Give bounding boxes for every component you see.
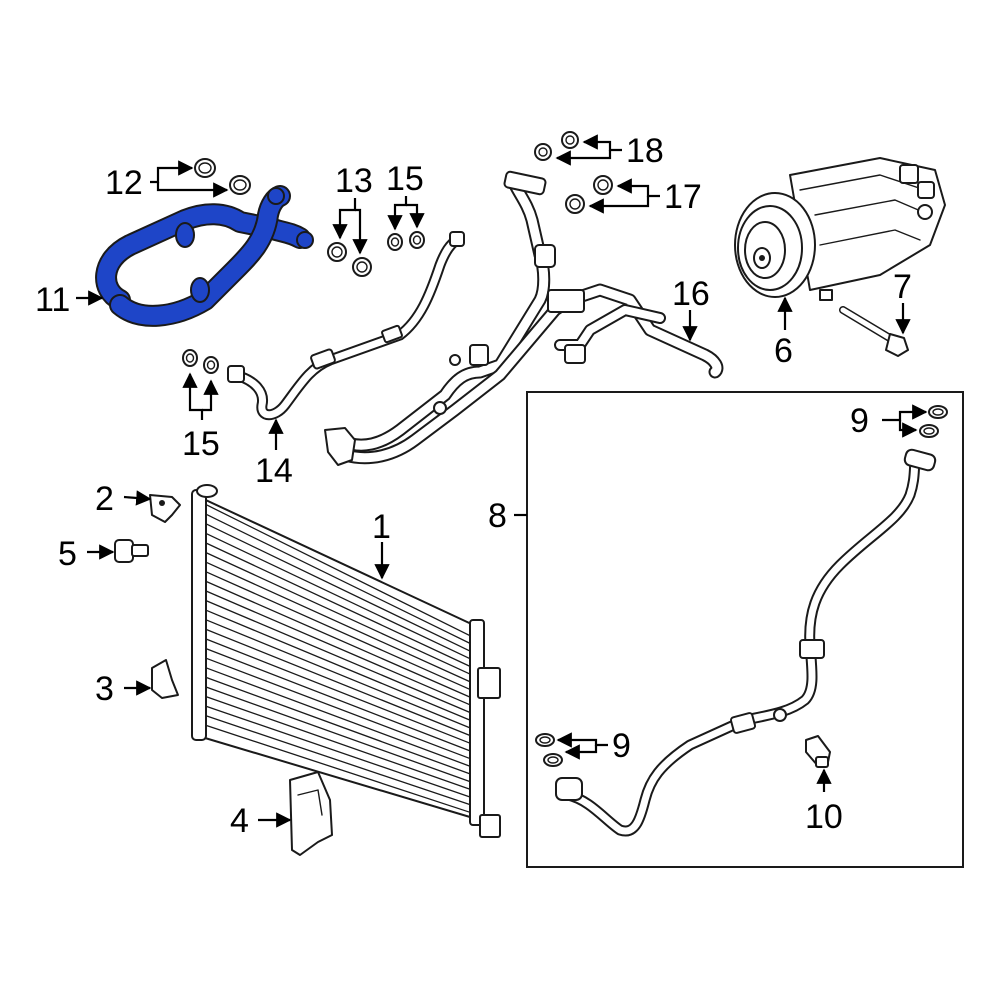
callout-8: 8 bbox=[488, 497, 507, 535]
part-2-bracket[interactable] bbox=[149, 494, 181, 523]
part-3-bracket[interactable] bbox=[151, 659, 179, 699]
condenser-fin bbox=[205, 619, 471, 729]
callout-15-top: 15 bbox=[386, 160, 424, 198]
callout-10: 10 bbox=[805, 798, 843, 836]
callout-14: 14 bbox=[255, 452, 293, 490]
callout-17: 17 bbox=[664, 178, 702, 216]
condenser-fin bbox=[205, 532, 471, 660]
callout-5: 5 bbox=[58, 535, 77, 573]
condenser-fin bbox=[205, 609, 471, 721]
part-9-bottom-o-rings[interactable] bbox=[535, 733, 563, 767]
part-14-ac-line[interactable] bbox=[227, 231, 465, 421]
condenser-fin bbox=[205, 657, 471, 760]
callout-13: 13 bbox=[335, 162, 373, 200]
part-15-bottom-o-rings[interactable] bbox=[182, 349, 219, 374]
callout-11: 11 bbox=[35, 281, 70, 319]
condenser-fin bbox=[205, 715, 471, 806]
callout-18: 18 bbox=[626, 132, 664, 170]
condenser-fin bbox=[205, 571, 471, 691]
part-8-group-box bbox=[526, 391, 964, 868]
condenser-fin bbox=[205, 504, 471, 637]
part-18-o-rings[interactable] bbox=[534, 131, 579, 161]
condenser-fin bbox=[205, 552, 471, 675]
condenser-fin bbox=[205, 523, 471, 652]
condenser-fin bbox=[205, 686, 471, 783]
part-9-top-o-rings[interactable] bbox=[919, 405, 948, 438]
callout-2: 2 bbox=[95, 480, 114, 518]
part-15-top-o-rings[interactable] bbox=[387, 231, 425, 251]
condenser-fin bbox=[205, 638, 471, 744]
part-13-o-rings[interactable] bbox=[327, 242, 372, 277]
callout-15-bottom: 15 bbox=[182, 425, 220, 463]
callout-12: 12 bbox=[105, 164, 143, 202]
callout-4: 4 bbox=[230, 802, 249, 840]
condenser-fin bbox=[205, 724, 471, 813]
condenser-fin bbox=[205, 513, 471, 644]
part-7-bolt[interactable] bbox=[839, 306, 909, 357]
leader-lines bbox=[76, 134, 928, 828]
part-16-manifold-line[interactable] bbox=[324, 170, 724, 466]
condenser-fin bbox=[205, 667, 471, 767]
condenser-fins bbox=[205, 504, 471, 813]
callout-7: 7 bbox=[893, 268, 912, 306]
part-8-liquid-line[interactable] bbox=[555, 448, 937, 837]
part-5-bolt[interactable] bbox=[114, 539, 149, 563]
part-1-condenser[interactable] bbox=[191, 484, 501, 838]
condenser-fin bbox=[205, 600, 471, 714]
part-11-suction-hose[interactable] bbox=[95, 185, 314, 327]
part-6-compressor[interactable] bbox=[734, 157, 946, 301]
part-10-pressure-sensor[interactable] bbox=[805, 735, 831, 768]
part-4-bracket[interactable] bbox=[289, 771, 333, 856]
condenser-fin bbox=[205, 676, 471, 775]
callout-3: 3 bbox=[95, 670, 114, 708]
callout-16: 16 bbox=[672, 275, 710, 313]
condenser-fin bbox=[205, 695, 471, 790]
condenser-fin bbox=[205, 647, 471, 752]
callout-1: 1 bbox=[372, 508, 391, 546]
condenser-fin bbox=[205, 542, 471, 667]
condenser-fin bbox=[205, 580, 471, 698]
callout-labels: 1 2 3 4 5 6 7 8 9 9 10 11 12 13 14 15 15… bbox=[35, 132, 912, 840]
callout-6: 6 bbox=[774, 332, 793, 370]
part-12-o-rings[interactable] bbox=[194, 158, 251, 195]
condenser-fin bbox=[205, 590, 471, 706]
callout-9-bottom: 9 bbox=[612, 727, 631, 765]
condenser-fin bbox=[205, 628, 471, 737]
condenser-fin bbox=[205, 561, 471, 683]
callout-9-top: 9 bbox=[850, 402, 869, 440]
part-17-o-rings[interactable] bbox=[565, 175, 613, 214]
condenser-fin bbox=[205, 705, 471, 798]
